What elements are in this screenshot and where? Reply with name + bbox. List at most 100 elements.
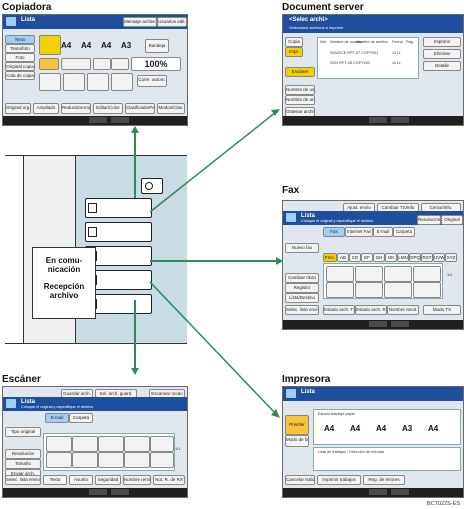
form-feed-button[interactable]: Modo de fxd. bbox=[285, 435, 309, 447]
scan-rx-notice[interactable]: Not. R. de RX bbox=[153, 475, 185, 485]
tab-folder[interactable]: Carpeta bbox=[69, 413, 93, 423]
alpha-tab-lmn[interactable]: LMN bbox=[397, 253, 409, 262]
destination-key[interactable] bbox=[355, 282, 383, 298]
destination-key[interactable] bbox=[124, 436, 150, 452]
power-key[interactable] bbox=[141, 178, 163, 194]
fax-tx-file-status[interactable]: Estado arch. TX bbox=[323, 305, 355, 315]
duplex-4[interactable] bbox=[111, 73, 133, 91]
search-username-button[interactable]: Nombre de usuario bbox=[285, 85, 315, 95]
fax-select-send-list[interactable]: Selec. lista envío bbox=[285, 305, 319, 315]
destination-key[interactable] bbox=[355, 266, 383, 282]
modes-button[interactable]: Modos/Clas. bbox=[157, 103, 185, 114]
reduce-func-button[interactable]: Reducido/Ampl. bbox=[61, 103, 91, 114]
tab-internet-fax[interactable]: Internet Fax bbox=[345, 227, 373, 237]
scan-security-button[interactable]: Seguridad bbox=[95, 475, 121, 485]
message-archive-button[interactable]: Mensaje archivo bbox=[123, 17, 157, 27]
bypass-tray-button[interactable]: Bandeja bbox=[145, 39, 169, 53]
copy-queue-button[interactable]: Cola de copia bbox=[5, 71, 35, 80]
tab-email[interactable]: E-mail bbox=[45, 413, 69, 423]
copy-key[interactable] bbox=[85, 198, 152, 218]
sort-punch-button[interactable]: Clasificado/Perf. bbox=[125, 103, 155, 114]
destination-key[interactable] bbox=[150, 436, 174, 452]
destination-key[interactable] bbox=[326, 266, 354, 282]
tab-email[interactable]: E-mail bbox=[373, 227, 393, 237]
destination-key[interactable] bbox=[150, 452, 174, 468]
alpha-tab-ab[interactable]: AB bbox=[337, 253, 349, 262]
duplex-2[interactable] bbox=[63, 73, 85, 91]
destination-key[interactable] bbox=[72, 452, 98, 468]
full-size-button[interactable] bbox=[61, 58, 91, 70]
fax-sender-name[interactable]: Nombre remit. bbox=[387, 305, 419, 315]
error-log-button[interactable]: Reg. de errores bbox=[363, 475, 405, 485]
paper-size-1[interactable]: A4 bbox=[61, 41, 72, 50]
scan-original-type[interactable]: Tipo original bbox=[5, 427, 41, 437]
duplex-1[interactable] bbox=[39, 73, 61, 91]
fax-new-button[interactable]: Nuevo fax bbox=[285, 243, 319, 253]
orig-orientation-button[interactable]: Original org. bbox=[5, 103, 31, 114]
alpha-tab-rst[interactable]: RST bbox=[421, 253, 433, 262]
doc-delete-button[interactable]: Eliminar bbox=[423, 49, 461, 59]
table-row[interactable]: SOURCE RPT-07 COPY001 bbox=[330, 51, 379, 55]
cancel-job-button[interactable]: Cancelar trabajo bbox=[285, 475, 315, 485]
duplex-3[interactable] bbox=[87, 73, 109, 91]
doc-mode-print[interactable]: Impr. bbox=[285, 47, 303, 57]
destination-key[interactable] bbox=[72, 436, 98, 452]
doc-mode-copy[interactable]: Copia bbox=[285, 37, 303, 47]
mode-photo[interactable]: Foto bbox=[5, 53, 35, 62]
reduce-button[interactable] bbox=[93, 58, 111, 70]
auto-reduce-enlarge[interactable] bbox=[39, 58, 59, 70]
search-filename-button[interactable]: Nombre de archivo bbox=[285, 95, 315, 105]
fax-tx-mode[interactable]: Modo TX bbox=[423, 305, 461, 315]
scan-subject-button[interactable]: Asunto bbox=[69, 475, 93, 485]
destination-key[interactable] bbox=[384, 282, 412, 298]
paper-size-3[interactable]: A4 bbox=[101, 41, 112, 50]
paper-size-4[interactable]: A3 bbox=[121, 41, 132, 50]
tab-folder[interactable]: Carpeta bbox=[393, 227, 415, 237]
enlarge-func-button[interactable]: Ampliado bbox=[33, 103, 59, 114]
edit-color-button[interactable]: Editar/Color bbox=[93, 103, 123, 114]
original-copy-button[interactable]: Original copia bbox=[5, 62, 35, 71]
alpha-tab-xyz[interactable]: XYZ bbox=[445, 253, 457, 262]
mode-text[interactable]: Texto bbox=[5, 35, 35, 44]
alpha-tab-gh[interactable]: GH bbox=[373, 253, 385, 262]
enlarge-button[interactable] bbox=[111, 58, 129, 70]
scan-select-send-list[interactable]: Selec. lista envío bbox=[5, 475, 41, 485]
fax-original-button[interactable]: Original bbox=[441, 215, 463, 225]
doc-detail-button[interactable]: Detalle bbox=[423, 61, 461, 71]
table-row[interactable]: SCN RPT-08 COPY002 bbox=[330, 61, 371, 65]
fax-register-button[interactable]: Registro bbox=[285, 283, 319, 293]
doc-mode-scanner[interactable]: Escáner bbox=[285, 67, 315, 77]
destination-key[interactable] bbox=[326, 282, 354, 298]
print-jobs-button[interactable]: Imprimir trabajos bbox=[317, 475, 361, 485]
scan-text-button[interactable]: Texto bbox=[43, 475, 67, 485]
destination-key[interactable] bbox=[98, 436, 124, 452]
alpha-tab-cd[interactable]: CD bbox=[349, 253, 361, 262]
alpha-tab-ijk[interactable]: IJK bbox=[385, 253, 397, 262]
destination-key[interactable] bbox=[413, 282, 441, 298]
print-ready-button[interactable]: Print/ler bbox=[285, 415, 309, 435]
alpha-tab-frequent[interactable]: Frec. bbox=[323, 253, 337, 262]
mode-text-photo[interactable]: Texto/foto bbox=[5, 44, 35, 53]
destination-key[interactable] bbox=[98, 452, 124, 468]
paper-size-2[interactable]: A4 bbox=[81, 41, 92, 50]
fax-resolution-button[interactable]: Resolución bbox=[417, 215, 441, 225]
scan-sender-name[interactable]: Nombre remit. bbox=[123, 475, 151, 485]
fax-rx-file-status[interactable]: Estado arch. RX bbox=[355, 305, 387, 315]
tab-fax[interactable]: Fax bbox=[323, 227, 345, 237]
destination-key[interactable] bbox=[46, 436, 72, 452]
user-edit-button[interactable]: Usuarios edit. bbox=[157, 17, 187, 27]
auto-paper-select[interactable] bbox=[39, 35, 61, 55]
scan-size[interactable]: Tamaño bbox=[5, 459, 41, 469]
alpha-tab-uvw[interactable]: UVW bbox=[433, 253, 445, 262]
auto-collate-button[interactable]: Corre. autom. bbox=[137, 75, 167, 87]
destination-key[interactable] bbox=[46, 452, 72, 468]
alpha-tab-opq[interactable]: OPQ bbox=[409, 253, 421, 262]
doc-print-button[interactable]: Imprimir bbox=[423, 37, 461, 47]
fax-destination-list[interactable]: Lista/Destino bbox=[285, 293, 319, 303]
docserver-key[interactable] bbox=[85, 222, 152, 242]
destination-key[interactable] bbox=[413, 266, 441, 282]
fax-title-button[interactable]: Cambiar título bbox=[285, 273, 319, 283]
destination-key[interactable] bbox=[384, 266, 412, 282]
destination-key[interactable] bbox=[124, 452, 150, 468]
scan-resolution[interactable]: Resolución bbox=[5, 449, 41, 459]
